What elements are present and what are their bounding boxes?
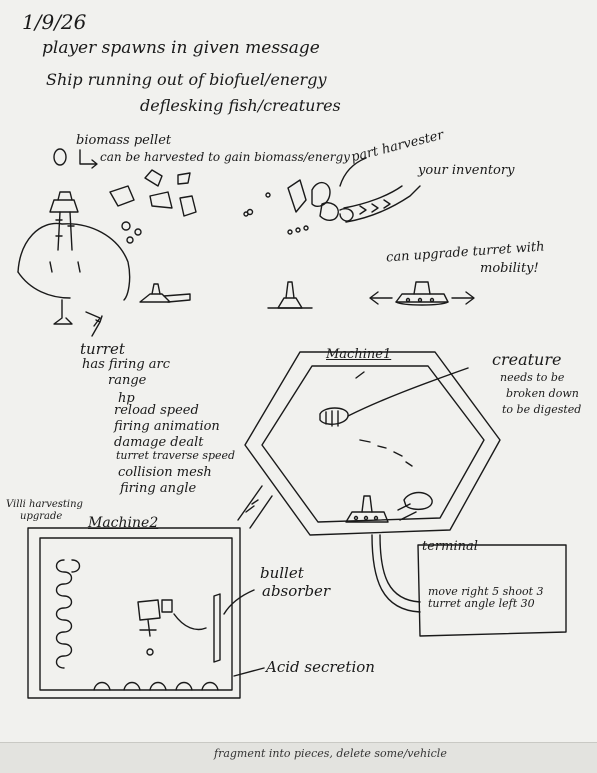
- note-line-3: deflesking fish/creatures: [140, 96, 341, 115]
- part-harvester-icon: [246, 157, 367, 235]
- mound-creature-icon: [17, 191, 131, 327]
- pellet-title: biomass pellet: [76, 133, 172, 148]
- turret-icon: [267, 281, 313, 309]
- bottom-note: fragment into pieces, delete some/vehicl…: [214, 747, 447, 760]
- tank-turret-icon: [369, 281, 475, 306]
- turret-arrow-icon: [91, 315, 103, 337]
- terminal-command: move right 5 shoot 3 turret angle left 3…: [428, 585, 544, 610]
- inventory-arrow-icon: [343, 185, 421, 223]
- machine2-label: Machine2: [88, 515, 159, 531]
- turret-icon: [139, 283, 191, 303]
- machine1-hexagon: [244, 351, 501, 536]
- terminal-box: [417, 544, 567, 637]
- machine2-box: [27, 527, 265, 699]
- note-line-2: Ship running out of biofuel/energy: [46, 70, 327, 89]
- note-date: 1/9/26: [22, 10, 87, 34]
- turret-prop-0: has firing arc: [82, 357, 171, 372]
- bullet-absorber-label-1: bullet: [260, 564, 304, 582]
- turret-prop-1: range: [108, 373, 147, 388]
- villi-label-2: upgrade: [20, 511, 63, 522]
- villi-label-1: Villi harvesting: [6, 499, 83, 510]
- creature-note-3: to be digested: [502, 403, 582, 416]
- turret-prop-4: firing animation: [114, 419, 220, 434]
- pipe-connector: [237, 485, 421, 613]
- turret-icon: [345, 491, 433, 523]
- terminal-label: terminal: [422, 539, 478, 554]
- machine1-label: Machine1: [326, 347, 392, 362]
- turret-prop-7: collision mesh: [118, 465, 212, 480]
- mobility-label: mobility!: [480, 261, 539, 276]
- acid-secretion-label: Acid secretion: [266, 658, 375, 676]
- creature-note-1: needs to be: [500, 371, 565, 384]
- pellet-circle-icon: [53, 148, 67, 166]
- turret-prop-6: turret traverse speed: [116, 449, 236, 462]
- turret-prop-3: reload speed: [114, 403, 199, 418]
- scan-edge: [0, 742, 597, 773]
- pellet-note: can be harvested to gain biomass/energy: [100, 150, 350, 164]
- bullet-absorber-label-2: absorber: [262, 582, 331, 600]
- turret-title: turret: [80, 340, 125, 358]
- creature-icon: [319, 367, 469, 467]
- your-inventory-label: your inventory: [418, 163, 515, 178]
- debris-icon: [109, 169, 271, 244]
- creature-label: creature: [492, 350, 562, 369]
- pellet-arrow-icon: [79, 149, 98, 169]
- turret-prop-2: hp: [118, 391, 135, 406]
- turret-prop-5: damage dealt: [114, 435, 204, 450]
- absorber-arrow-icon: [223, 589, 255, 615]
- turret-prop-8: firing angle: [120, 481, 197, 496]
- note-line-1: player spawns in given message: [42, 38, 320, 58]
- creature-note-2: broken down: [506, 387, 579, 400]
